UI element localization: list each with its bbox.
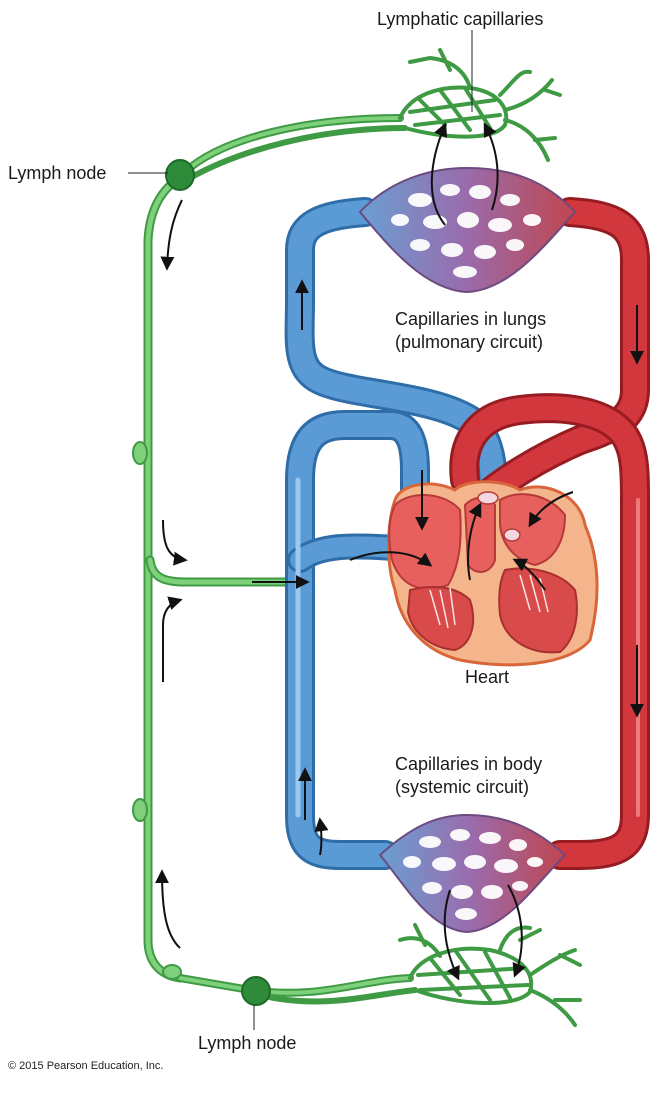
- label-leaders: [128, 30, 473, 1030]
- flow-arrow: [162, 519, 188, 566]
- flow-arrow: [162, 596, 183, 682]
- left-atrium: [499, 493, 567, 567]
- label-lungs-line2: (pulmonary circuit): [395, 332, 544, 352]
- flow-arrow: [483, 122, 499, 211]
- heart-illustration: [387, 480, 599, 667]
- copyright-notice: © 2015 Pearson Education, Inc.: [8, 1060, 164, 1072]
- label-lungs-line1: Capillaries in lungs: [395, 309, 547, 329]
- label-lymph-node-top: Lymph node: [8, 163, 107, 183]
- right-atrium: [388, 493, 462, 590]
- flow-arrow: [349, 551, 433, 567]
- flow-arrow: [507, 884, 526, 978]
- blood-vessels: [284, 197, 650, 870]
- label-body-line1: Capillaries in body: [395, 754, 543, 774]
- flow-arrow: [155, 869, 181, 949]
- lymph-valve: [162, 964, 182, 980]
- body-capillary-bed: [378, 813, 567, 934]
- flow-arrow: [528, 491, 574, 528]
- flow-arrow: [467, 502, 482, 581]
- lymph-valve: [132, 441, 148, 465]
- flow-arrow: [160, 199, 183, 271]
- lymph-node-top: [165, 159, 195, 191]
- lymph-valve: [132, 798, 148, 822]
- lymphatic-capillary-network-bottom: [398, 923, 582, 1027]
- right-ventricle: [406, 586, 475, 652]
- lymphatic-system: [132, 48, 582, 1027]
- lymphatic-capillary-network-top: [398, 48, 562, 162]
- flow-arrow: [512, 558, 546, 591]
- label-lymphatic-capillaries: Lymphatic capillaries: [377, 9, 544, 29]
- flow-arrows: [155, 122, 644, 981]
- lymph-node-bottom: [241, 976, 271, 1006]
- flow-arrow: [443, 889, 460, 981]
- left-ventricle: [498, 567, 578, 654]
- label-body-line2: (systemic circuit): [395, 777, 529, 797]
- label-heart: Heart: [465, 667, 510, 687]
- lung-capillary-bed: [358, 166, 577, 294]
- label-lymph-node-bottom: Lymph node: [198, 1033, 297, 1053]
- flow-arrow: [430, 122, 448, 226]
- flow-arrow: [314, 817, 329, 856]
